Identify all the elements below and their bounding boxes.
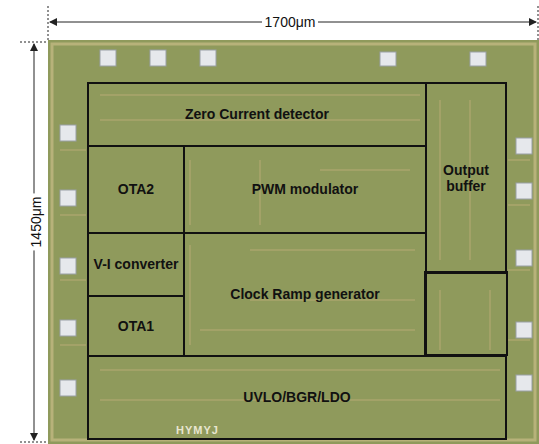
circuit-block: Clock Ramp generator (183, 232, 427, 357)
dimension-label: 1450μm (28, 193, 44, 250)
unlabeled-block (425, 272, 507, 355)
bond-pads (60, 50, 532, 396)
circuit-block: Output buffer (425, 82, 507, 274)
circuit-block: V-I converter (87, 232, 185, 297)
block-label: Output buffer (430, 162, 502, 194)
seal-ring (52, 44, 535, 440)
die-ground (48, 40, 539, 444)
block-label: UVLO/BGR/LDO (243, 389, 350, 405)
circuit-block: OTA2 (87, 145, 185, 234)
block-label: OTA2 (118, 181, 154, 197)
dimension-label: 1700μm (262, 14, 319, 30)
block-label: Clock Ramp generator (230, 286, 379, 302)
block-label: PWM modulator (252, 181, 359, 197)
circuit-block: PWM modulator (183, 145, 427, 234)
block-label: OTA1 (118, 318, 154, 334)
die-marking: HYMYJ (176, 424, 219, 436)
circuit-block: UVLO/BGR/LDO (87, 355, 507, 440)
circuit-block: Zero Current detector (87, 82, 427, 147)
block-label: V-I converter (94, 256, 179, 272)
dimension-lines (20, 6, 538, 442)
circuit-block: OTA1 (87, 295, 185, 357)
block-label: Zero Current detector (185, 106, 329, 122)
